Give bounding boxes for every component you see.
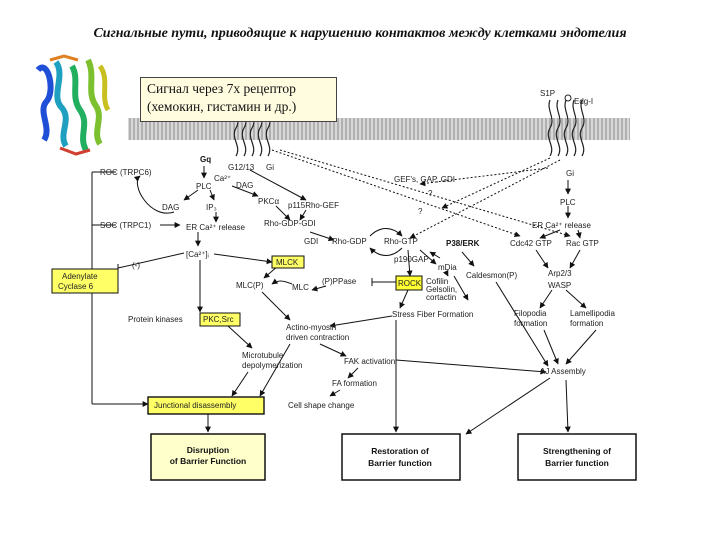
dag-label: DAG <box>162 203 179 212</box>
s1p-label: S1P <box>540 89 555 98</box>
g1213-label: G12/13 <box>228 163 255 172</box>
restoration-line2: Barrier function <box>368 458 432 468</box>
gi-label: Gi <box>266 163 274 172</box>
filopodia-line1: Filopodia <box>514 309 547 318</box>
arp-label: Arp2/3 <box>548 269 572 278</box>
junctional-disassembly-box <box>147 396 265 415</box>
callout-line1: Сигнал через 7х рецептор <box>147 81 296 96</box>
microtubule-line1: Microtubule <box>242 351 284 360</box>
adenylate-line2: Cyclase 6 <box>58 282 94 291</box>
rho-gdp-gdi-label: Rho-GDP-GDI <box>264 219 316 228</box>
mlc-label: MLC <box>292 283 309 292</box>
aj-label: AJ Assembly <box>540 367 586 376</box>
gefs-label: GEF's, GAP, GDI <box>394 175 455 184</box>
callout-line2: (хемокин, гистамин и др.) <box>147 99 297 114</box>
junctional-label: Junctional disassembly <box>154 401 236 410</box>
adenylate-cyclase-box <box>51 268 119 294</box>
p115-label: p115Rho-GEF <box>288 201 339 210</box>
inhibition-label: (-) <box>132 261 140 270</box>
pkc-src-label: PKC,Src <box>203 315 234 324</box>
protein-kinases-label: Protein kinases <box>128 315 183 324</box>
rock-label: ROCK <box>398 279 422 288</box>
edg-label: Edg-I <box>574 97 593 106</box>
caldesmon-label: Caldesmon(P) <box>466 271 517 280</box>
strengthening-line1: Strengthening of <box>543 446 611 456</box>
microtubule-line2: depolymerization <box>242 361 302 370</box>
ca-label: Ca²⁺ <box>214 174 231 183</box>
ca-i-label: [Ca²⁺]ᵢ <box>186 250 209 259</box>
restoration-line1: Restoration of <box>371 446 429 456</box>
rdc-label: ROC (TRPC6) <box>100 168 152 177</box>
cell-shape-label: Cell shape change <box>288 401 355 410</box>
p190-label: p190GAP <box>394 255 429 264</box>
strengthening-line2: Barrier function <box>545 458 609 468</box>
actomyosin-line2: driven contraction <box>286 333 349 342</box>
rock-box <box>395 275 423 291</box>
plc-right-label: PLC <box>560 198 576 207</box>
s1p-ligand-icon <box>564 94 572 102</box>
pkca-label: PKCα <box>258 197 279 206</box>
wasp-label: WASP <box>548 281 571 290</box>
disruption-line1: Disruption <box>187 445 230 455</box>
receptor-structure-icon <box>35 54 111 156</box>
page-title: Сигнальные пути, приводящие к нарушению … <box>93 26 627 41</box>
mlcp-label: MLC(P) <box>236 281 264 290</box>
gq-label: Gq <box>200 155 211 164</box>
er-release-right-label: ER Ca²⁺ release <box>532 221 591 230</box>
soc-label: SOC (TRPC1) <box>100 221 151 230</box>
rho-gdp-label: Rho-GDP <box>332 237 367 246</box>
adenylate-line1: Adenylate <box>62 272 98 281</box>
cofilin-line1: Cofilin <box>426 277 448 286</box>
lamellipodia-line2: formation <box>570 319 603 328</box>
mlck-label: MLCK <box>276 258 299 267</box>
gi-right-label: Gi <box>566 169 574 178</box>
strengthening-box <box>517 433 637 481</box>
mlck-box <box>271 255 305 269</box>
cofilin-line2: Gelsolin, <box>426 285 457 294</box>
dag2-label: DAG <box>236 181 253 190</box>
rac-label: Rac GTP <box>566 239 599 248</box>
pppase-label: (P)PPase <box>322 277 357 286</box>
restoration-box <box>341 433 461 481</box>
cofilin-line3: cortactin <box>426 293 456 302</box>
p38-label: P38/ERK <box>446 239 480 248</box>
lamellipodia-line1: Lamellipodia <box>570 309 615 318</box>
rho-gtp-label: Rho-GTP <box>384 237 418 246</box>
pkc-src-box <box>199 312 241 327</box>
er-release-label: ER Ca²⁺ release <box>186 223 245 232</box>
filopodia-line2: formation <box>514 319 547 328</box>
question-mark-1: ? <box>428 189 433 198</box>
receptor-signal-callout: Сигнал через 7х рецептор (хемокин, гиста… <box>140 77 337 122</box>
disruption-line2: of Barrier Function <box>170 456 247 466</box>
fak-label: FAK activation <box>344 357 395 366</box>
fa-label: FA formation <box>332 379 377 388</box>
question-mark-2: ? <box>418 207 423 216</box>
ip3-label: IP₃ <box>206 203 217 212</box>
actomyosin-line1: Actino-myosin <box>286 323 336 332</box>
right-receptor-icon <box>547 99 585 157</box>
plc-label: PLC <box>196 182 212 191</box>
stress-fiber-label: Stress Fiber Formation <box>392 310 473 319</box>
gdi-label: GDI <box>304 237 318 246</box>
mdia-label: mDia <box>438 263 457 272</box>
disruption-box <box>150 433 266 481</box>
cdc42-label: Cdc42 GTP <box>510 239 552 248</box>
